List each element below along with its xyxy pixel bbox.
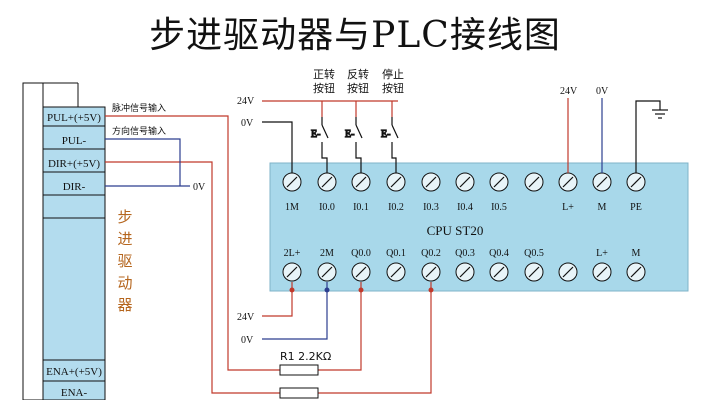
label-0v-bottom: 0V xyxy=(241,335,254,346)
svg-text:器: 器 xyxy=(117,296,132,314)
wire-q00-r1 xyxy=(318,282,362,371)
plc-top-label-1: I0.0 xyxy=(319,202,335,213)
plc-bottom-label-3: Q0.1 xyxy=(386,248,406,259)
junction-dots xyxy=(289,287,434,293)
plc-bottom-label-7: Q0.5 xyxy=(524,248,544,259)
plc-bottom-labels: 2L+ 2M Q0.0 Q0.1 Q0.2 Q0.3 Q0.4 Q0.5 L+ M xyxy=(284,248,641,259)
wire-24v-2lplus xyxy=(262,282,293,317)
terminal-dir-minus: DIR- xyxy=(63,181,86,193)
label-24v-bottom: 24V xyxy=(237,312,255,323)
plc-bottom-label-2: Q0.0 xyxy=(351,248,371,259)
plc-bottom-label-4: Q0.2 xyxy=(421,248,441,259)
driver-terminals: PUL+(+5V) PUL- DIR+(+5V) DIR- ENA+(+5V) … xyxy=(43,112,105,399)
plc-body xyxy=(269,162,689,292)
resistor-r2 xyxy=(279,387,319,399)
terminal-dir-plus: DIR+(+5V) xyxy=(48,158,100,170)
label-0v-right: 0V xyxy=(596,86,609,97)
plc-top-label-6: I0.5 xyxy=(491,202,507,213)
wire-pul-plus xyxy=(105,115,280,371)
plc-top-label-4: I0.3 xyxy=(423,202,439,213)
plc-top-label-3: I0.2 xyxy=(388,202,404,213)
terminal-ena-minus: ENA- xyxy=(61,387,88,399)
svg-text:按钮: 按钮 xyxy=(382,81,404,95)
driver-body xyxy=(42,106,106,400)
svg-text:驱: 驱 xyxy=(117,252,132,270)
svg-text:停止: 停止 xyxy=(382,67,404,81)
svg-text:按钮: 按钮 xyxy=(347,81,369,95)
plc-bottom-label-10: M xyxy=(632,248,641,259)
terminal-pul-plus: PUL+(+5V) xyxy=(47,112,101,124)
label-0v-dir: 0V xyxy=(193,182,206,193)
plc-top-label-2: I0.1 xyxy=(353,202,369,213)
plc-model: CPU ST20 xyxy=(427,223,484,238)
svg-text:正转: 正转 xyxy=(313,67,335,81)
label-24v-right: 24V xyxy=(560,86,578,97)
diagram-title: 步进驱动器与PLC接线图 xyxy=(149,15,561,56)
svg-text:步: 步 xyxy=(117,208,132,226)
plc-top-label-5: I0.4 xyxy=(457,202,473,213)
label-pulse-input: 脉冲信号输入 xyxy=(112,102,166,114)
label-dir-input: 方向信号输入 xyxy=(112,125,166,137)
svg-text:E-: E- xyxy=(345,129,354,140)
svg-text:反转: 反转 xyxy=(347,67,369,81)
plc-bottom-label-0: 2L+ xyxy=(284,248,301,259)
svg-text:E-: E- xyxy=(381,129,390,140)
wire-0v-1m xyxy=(262,121,293,173)
button-labels: 正转 按钮 反转 按钮 停止 按钮 xyxy=(313,67,404,95)
label-24v-top: 24V xyxy=(237,96,255,107)
wire-q02-r2 xyxy=(318,282,432,394)
plc-top-label-9: M xyxy=(598,202,607,213)
wire-0v-2m xyxy=(262,282,328,340)
plc-bottom-label-1: 2M xyxy=(320,248,334,259)
plc-bottom-label-6: Q0.4 xyxy=(489,248,509,259)
terminal-pul-minus: PUL- xyxy=(62,135,87,147)
plc-top-labels: 1M I0.0 I0.1 I0.2 I0.3 I0.4 I0.5 L+ M PE xyxy=(285,202,642,213)
resistor-label: R1 2.2KΩ xyxy=(280,350,331,363)
plc-bottom-label-9: L+ xyxy=(596,248,608,259)
plc-top-screws xyxy=(282,172,646,192)
wire-pe-ground xyxy=(635,100,661,173)
svg-text:按钮: 按钮 xyxy=(313,81,335,95)
plc-top-label-10: PE xyxy=(630,202,642,213)
svg-text:进: 进 xyxy=(117,230,132,248)
svg-text:E-: E- xyxy=(311,129,320,140)
terminal-ena-plus: ENA+(+5V) xyxy=(46,366,102,378)
wire-dir-plus xyxy=(105,161,280,394)
driver-name: 步 进 驱 动 器 xyxy=(117,208,132,314)
plc-bottom-label-5: Q0.3 xyxy=(455,248,475,259)
svg-text:动: 动 xyxy=(117,274,132,292)
plc-bottom-screws xyxy=(282,262,646,282)
plc-top-label-0: 1M xyxy=(285,202,299,213)
plc-top-label-8: L+ xyxy=(562,202,574,213)
driver-outer-frame xyxy=(22,82,44,400)
resistor-r1 xyxy=(279,364,319,376)
wire-pul-minus xyxy=(105,138,181,186)
label-0v-top: 0V xyxy=(241,118,254,129)
